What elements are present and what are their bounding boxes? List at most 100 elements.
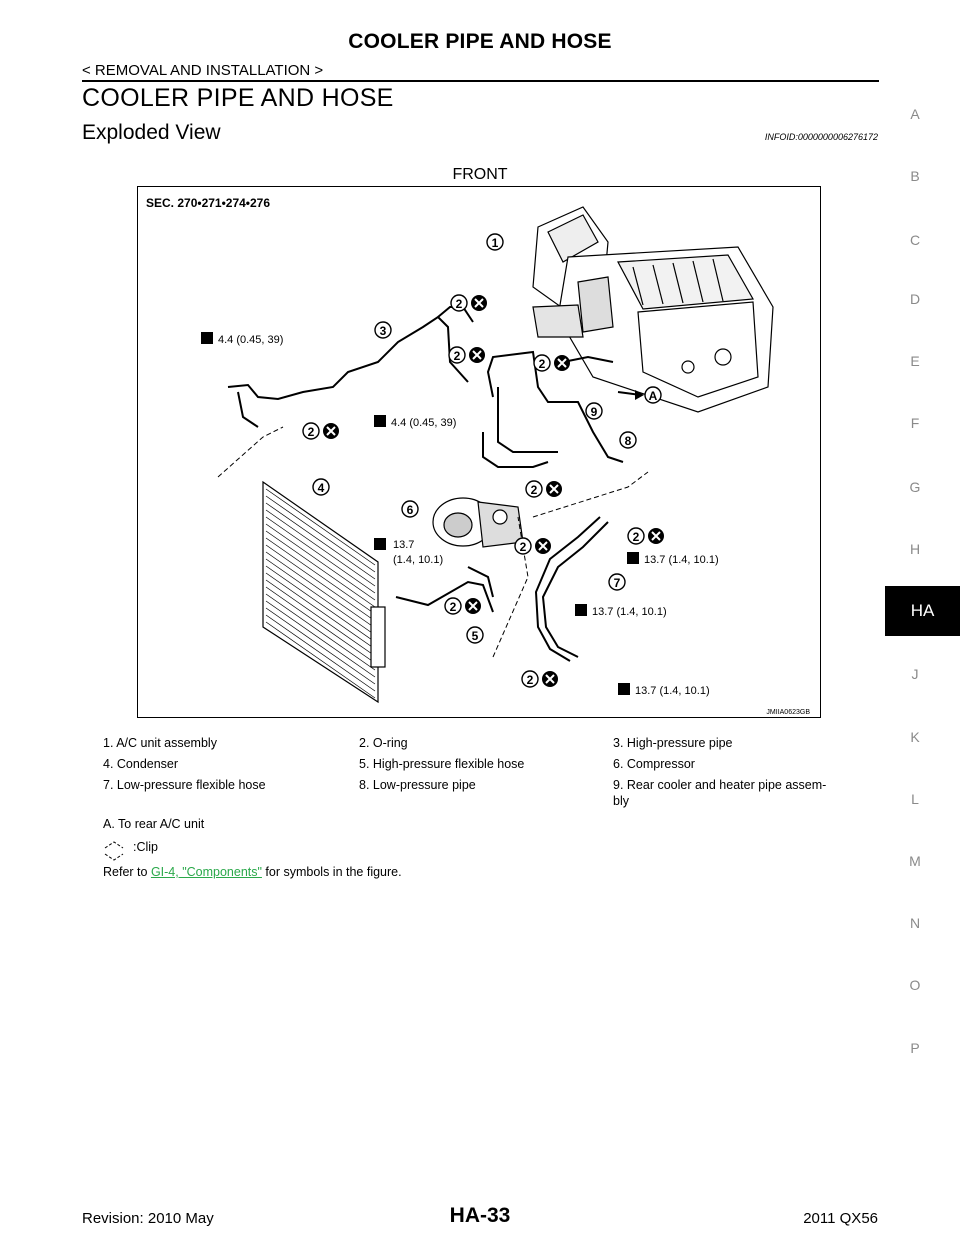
o-ring-callout-number: 2 xyxy=(450,600,457,614)
legend-item: 5. High-pressure flexible hose xyxy=(359,757,525,771)
legend-row: 7. Low-pressure flexible hose 8. Low-pre… xyxy=(103,778,879,812)
replace-icon-mark xyxy=(472,350,482,360)
note-a: A. To rear A/C unit xyxy=(103,817,205,831)
o-ring-callout-number: 2 xyxy=(454,349,461,363)
ac-unit-drawing xyxy=(532,206,774,413)
index-tab-ha[interactable]: HA xyxy=(885,586,960,636)
replace-icon-mark xyxy=(538,541,548,551)
part-number-callouts: 1 3 4 5 6 7 8 9 A xyxy=(312,233,662,644)
index-tab-k[interactable]: K xyxy=(910,729,920,745)
leader-lines xyxy=(217,426,649,658)
legend-row: 4. Condenser 5. High-pressure flexible h… xyxy=(103,757,879,778)
index-tab-h[interactable]: H xyxy=(909,541,921,557)
replace-icon-mark xyxy=(326,426,336,436)
index-tab-m[interactable]: M xyxy=(909,853,921,869)
legend-row: 1. A/C unit assembly 2. O-ring 3. High-p… xyxy=(103,736,879,757)
refer-note: Refer to GI-4, "Components" for symbols … xyxy=(103,865,402,879)
flexible-hoses-drawing xyxy=(395,516,609,662)
refer-prefix: Refer to xyxy=(103,865,151,879)
callout-3: 3 xyxy=(380,324,387,338)
index-tab-g[interactable]: G xyxy=(909,479,921,495)
index-tab-e[interactable]: E xyxy=(910,353,920,369)
header-divider xyxy=(82,80,879,82)
breadcrumb: < REMOVAL AND INSTALLATION > xyxy=(82,62,324,79)
condenser-drawing xyxy=(262,480,386,704)
clip-icon xyxy=(104,841,124,861)
torque-label-1: 4.4 (0.45, 39) xyxy=(218,334,283,346)
legend-item: 3. High-pressure pipe xyxy=(613,736,733,750)
o-ring-callout-circle xyxy=(533,354,551,372)
torque-label-4: 13.7 (1.4, 10.1) xyxy=(644,554,719,566)
replace-icon-mark xyxy=(474,298,484,308)
o-ring-callout-number: 2 xyxy=(456,297,463,311)
legend-item: 4. Condenser xyxy=(103,757,179,771)
o-ring-callout-circle xyxy=(450,294,468,312)
torque-label-5: 13.7 (1.4, 10.1) xyxy=(592,606,667,618)
legend-item: 9. Rear cooler and heater pipe assem- bl… xyxy=(613,778,827,808)
index-tab-j[interactable]: J xyxy=(911,666,919,682)
callout-5: 5 xyxy=(472,629,479,643)
o-ring-callout-number: 2 xyxy=(308,425,315,439)
replace-icon-mark xyxy=(549,484,559,494)
o-ring-callout-circle xyxy=(521,670,539,688)
o-ring-callout-circle xyxy=(444,597,462,615)
high-pressure-pipe-drawing xyxy=(227,306,474,428)
callout-6: 6 xyxy=(407,503,414,517)
o-ring-callout-circle xyxy=(514,537,532,555)
index-tab-c[interactable]: C xyxy=(909,232,921,248)
o-ring-callout-circle xyxy=(525,480,543,498)
replace-icon-mark xyxy=(468,601,478,611)
index-tab-d[interactable]: D xyxy=(909,291,921,307)
torque-label-3b: (1.4, 10.1) xyxy=(393,554,443,566)
footer-revision: Revision: 2010 May xyxy=(82,1210,214,1227)
legend-item: 1. A/C unit assembly xyxy=(103,736,217,750)
exploded-view-drawing: SEC. 270•271•274•276 xyxy=(146,196,810,716)
replace-icon-mark xyxy=(651,531,661,541)
torque-label-6: 13.7 (1.4, 10.1) xyxy=(635,685,710,697)
figure-code: JMIIA0623GB xyxy=(766,709,810,716)
index-tab-p[interactable]: P xyxy=(910,1040,920,1056)
callout-8: 8 xyxy=(625,434,632,448)
index-tab-n[interactable]: N xyxy=(909,915,921,931)
torque-label-3a: 13.7 xyxy=(393,539,414,551)
o-ring-callout-number: 2 xyxy=(633,530,640,544)
callout-9: 9 xyxy=(591,405,598,419)
refer-suffix: for symbols in the figure. xyxy=(261,865,402,879)
info-id: INFOID:0000000006276172 xyxy=(764,132,878,142)
figure-direction-label: FRONT xyxy=(452,166,508,183)
legend-item: 6. Compressor xyxy=(613,757,695,771)
sec-label: SEC. 270•271•274•276 xyxy=(146,196,270,210)
page-header-title: COOLER PIPE AND HOSE xyxy=(348,30,612,53)
o-ring-callout-circle xyxy=(302,422,320,440)
clip-label: :Clip xyxy=(133,840,159,854)
parts-legend: 1. A/C unit assembly 2. O-ring 3. High-p… xyxy=(103,736,879,812)
callout-7: 7 xyxy=(614,576,621,590)
index-tab-a[interactable]: A xyxy=(910,106,920,122)
components-link[interactable]: GI-4, "Components" xyxy=(150,865,262,879)
index-tab-f[interactable]: F xyxy=(910,415,920,431)
callout-1: 1 xyxy=(492,236,499,250)
callout-4: 4 xyxy=(318,481,325,495)
replace-icon-mark xyxy=(545,674,555,684)
index-tab-l[interactable]: L xyxy=(911,791,919,807)
legend-item: 2. O-ring xyxy=(359,736,408,750)
o-ring-callout-number: 2 xyxy=(531,483,538,497)
callout-a: A xyxy=(649,389,658,403)
subsection-title: Exploded View xyxy=(82,121,221,144)
o-ring-callout-number: 2 xyxy=(527,673,534,687)
legend-item: 7. Low-pressure flexible hose xyxy=(103,778,266,792)
index-tab-b[interactable]: B xyxy=(910,168,920,184)
legend-item: 8. Low-pressure pipe xyxy=(359,778,476,792)
footer-model: 2011 QX56 xyxy=(803,1210,878,1227)
compressor-drawing xyxy=(432,497,524,548)
o-ring-callout-circle xyxy=(448,346,466,364)
index-tab-o[interactable]: O xyxy=(909,977,921,993)
o-ring-callout-circle xyxy=(627,527,645,545)
torque-label-2: 4.4 (0.45, 39) xyxy=(391,417,456,429)
o-ring-callout-number: 2 xyxy=(520,540,527,554)
footer-page-number: HA-33 xyxy=(449,1204,511,1227)
section-title: COOLER PIPE AND HOSE xyxy=(82,84,394,112)
replace-icon-mark xyxy=(557,358,567,368)
low-pressure-pipe-drawing xyxy=(482,350,624,468)
